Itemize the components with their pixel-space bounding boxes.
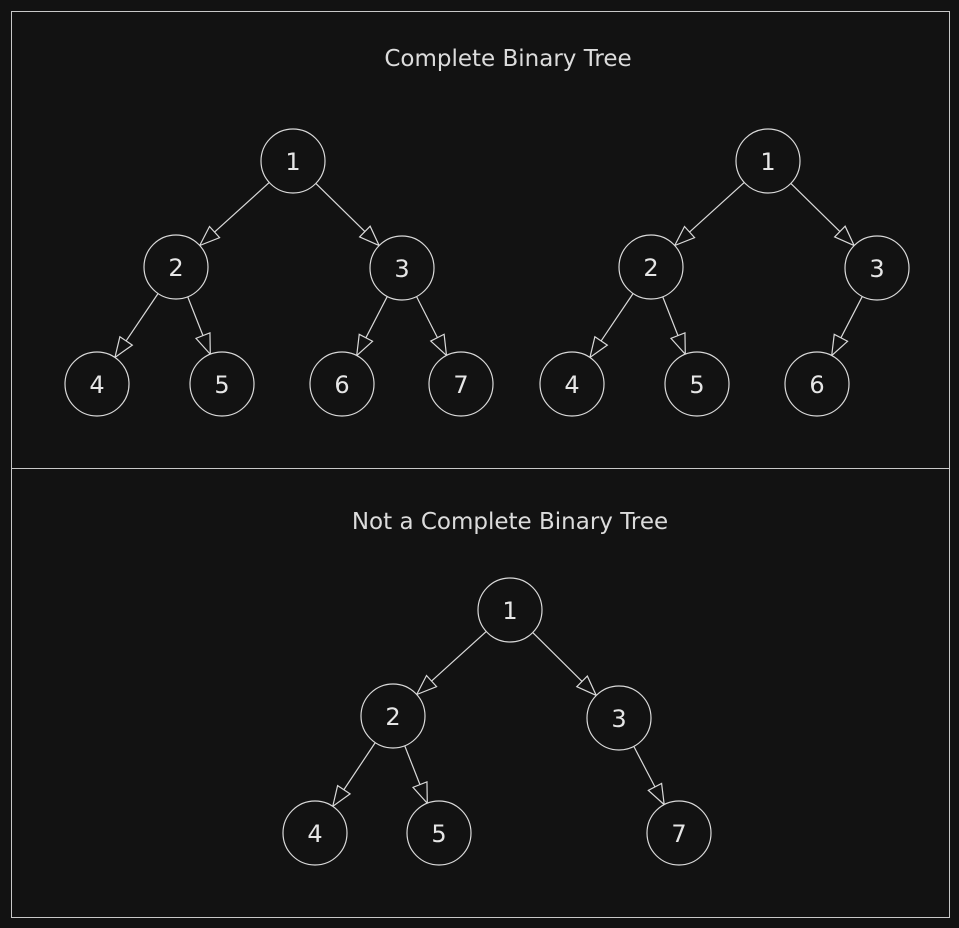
arrowhead-3-to-7 [429,333,448,358]
node-circle-6 [784,351,850,417]
node-circle-1 [735,128,801,194]
edge-3-to-6 [365,296,388,339]
edge-3-to-6 [840,296,863,339]
node-circle-3 [586,685,652,751]
arrowhead-1-to-2 [198,225,221,247]
node-label-2: 2 [385,703,400,731]
arrowhead-3-to-6 [355,333,374,358]
node-label-6: 6 [809,371,824,399]
arrowhead-2-to-4 [331,784,352,808]
tree-node-2: 2 [360,683,426,749]
node-label-7: 7 [671,820,686,848]
arrowhead-3-to-7 [647,782,665,807]
edge-1-to-2 [214,182,270,233]
node-circle-3 [369,235,435,301]
arrowhead-2-to-5 [669,331,686,356]
tree-node-4: 4 [282,800,348,866]
edge-2-to-4 [600,293,634,342]
node-circle-4 [282,800,348,866]
arrowhead-1-to-3 [833,225,856,247]
tree-node-4: 4 [64,351,130,417]
node-label-6: 6 [334,371,349,399]
edge-2-to-5 [404,745,421,785]
tree-node-3: 3 [369,235,435,301]
tree-node-6: 6 [309,351,375,417]
node-circle-4 [539,351,605,417]
tree-node-1: 1 [735,128,801,194]
node-label-7: 7 [453,371,468,399]
tree-node-7: 7 [646,800,712,866]
tree-node-5: 5 [664,351,730,417]
tree-node-7: 7 [428,351,494,417]
node-label-2: 2 [643,254,658,282]
node-label-1: 1 [760,148,775,176]
arrowhead-2-to-5 [411,780,428,805]
node-label-3: 3 [869,255,884,283]
arrowhead-2-to-4 [113,335,134,359]
panel-not-complete: Not a Complete Binary Tree 1 2 3 4 5 7 [11,468,950,918]
node-circle-7 [428,351,494,417]
edge-1-to-3 [315,182,366,233]
tree-node-2: 2 [618,234,684,300]
arrowhead-1-to-3 [358,225,381,247]
panel-not-complete-title: Not a Complete Binary Tree [352,509,668,535]
tree-node-3: 3 [844,235,910,301]
node-label-1: 1 [502,597,517,625]
panel-complete: Complete Binary Tree 1 2 3 4 5 6 7 1 2 3 4 5 6 [11,11,950,469]
arrowhead-3-to-6 [830,333,849,358]
node-label-4: 4 [307,820,322,848]
arrowhead-1-to-3 [575,675,598,697]
edge-1-to-2 [689,182,745,233]
arrowhead-2-to-4 [588,335,609,359]
node-circle-7 [646,800,712,866]
edge-3-to-7 [415,296,438,338]
node-label-5: 5 [689,371,704,399]
node-circle-1 [477,577,543,643]
arrowhead-2-to-5 [194,331,211,356]
node-label-4: 4 [89,371,104,399]
node-circle-2 [618,234,684,300]
node-circle-2 [360,683,426,749]
node-label-5: 5 [214,371,229,399]
node-circle-6 [309,351,375,417]
tree-complete-full: 1 2 3 4 5 6 7 [64,128,494,417]
edge-2-to-5 [187,296,204,336]
tree-node-1: 1 [477,577,543,643]
tree-complete-partial: 1 2 3 4 5 6 [539,128,910,417]
arrowhead-1-to-2 [415,674,438,696]
node-circle-4 [64,351,130,417]
edge-1-to-2 [431,631,487,682]
tree-node-1: 1 [260,128,326,194]
tree-node-5: 5 [189,351,255,417]
panel-not-complete-border [11,468,950,918]
edge-3-to-7 [633,746,656,788]
node-circle-3 [844,235,910,301]
edge-2-to-4 [125,293,159,342]
edge-2-to-5 [662,296,679,336]
node-circle-2 [143,234,209,300]
tree-node-6: 6 [784,351,850,417]
node-label-2: 2 [168,254,183,282]
node-circle-5 [406,800,472,866]
edge-2-to-4 [343,742,376,791]
panel-complete-title: Complete Binary Tree [384,46,631,72]
node-label-3: 3 [611,705,626,733]
node-label-5: 5 [431,820,446,848]
tree-node-3: 3 [586,685,652,751]
node-circle-1 [260,128,326,194]
node-label-4: 4 [564,371,579,399]
edge-1-to-3 [532,632,583,682]
tree-node-5: 5 [406,800,472,866]
node-label-1: 1 [285,148,300,176]
arrowhead-1-to-2 [673,225,696,247]
tree-node-2: 2 [143,234,209,300]
tree-not-complete-tree: 1 2 3 4 5 7 [282,577,712,866]
node-circle-5 [664,351,730,417]
edge-1-to-3 [790,182,841,233]
node-circle-5 [189,351,255,417]
node-label-3: 3 [394,255,409,283]
tree-node-4: 4 [539,351,605,417]
